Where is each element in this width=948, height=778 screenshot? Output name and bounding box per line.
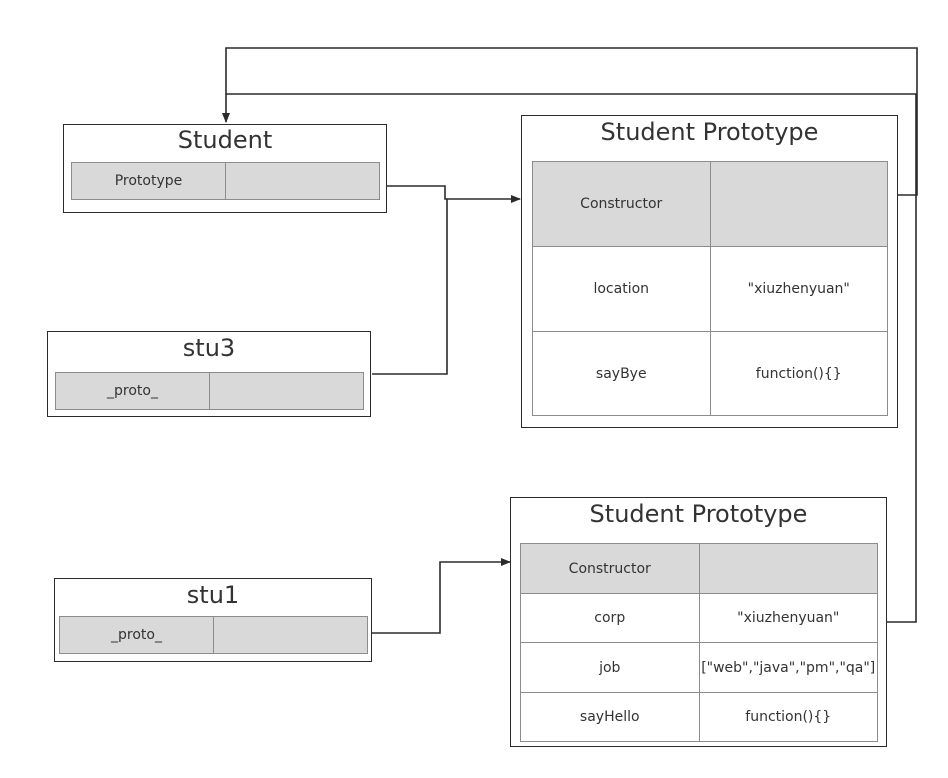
stu3-proto-label: _proto_ xyxy=(107,383,158,399)
stu1-proto-pointer xyxy=(213,617,367,653)
table-row: corp "xiuzhenyuan" xyxy=(520,593,878,643)
stu1-proto-field: _proto_ xyxy=(59,616,368,654)
prototype-bottom-key-0: Constructor xyxy=(520,543,700,594)
prototype-bottom-value-1: "xiuzhenyuan" xyxy=(698,593,878,643)
stu3-proto-field: _proto_ xyxy=(55,372,364,410)
stu3-proto-pointer xyxy=(209,373,363,409)
stu3-title: stu3 xyxy=(182,334,236,362)
prototype-bottom-title: Student Prototype xyxy=(589,500,808,528)
stu3-proto-link xyxy=(372,199,448,375)
prototype-top-box: Student Prototype Constructor location "… xyxy=(521,115,898,428)
prototype-bottom-value-2: ["web","java","pm","qa"] xyxy=(698,642,878,693)
prototype-top-value-2: function(){} xyxy=(709,331,888,416)
student-prototype-label: Prototype xyxy=(114,173,183,189)
prototype-top-key-2: sayBye xyxy=(532,331,711,416)
prototype-bottom-box: Student Prototype Constructor corp "xiuz… xyxy=(510,497,887,747)
student-title: Student xyxy=(177,126,273,154)
stu1-box: stu1 _proto_ xyxy=(54,578,372,662)
prototype-bottom-value-0 xyxy=(698,543,878,594)
prototype-top-value-0 xyxy=(709,161,888,247)
stu1-proto-label: _proto_ xyxy=(111,627,162,643)
table-row: Constructor xyxy=(532,161,888,247)
table-row: job ["web","java","pm","qa"] xyxy=(520,642,878,693)
prototype-top-key-0: Constructor xyxy=(532,161,711,247)
table-row: sayBye function(){} xyxy=(532,331,888,416)
prototype-top-table: Constructor location "xiuzhenyuan" sayBy… xyxy=(532,161,888,416)
table-row: sayHello function(){} xyxy=(520,692,878,742)
stu1-proto-link xyxy=(368,558,511,634)
prototype-top-value-1: "xiuzhenyuan" xyxy=(709,246,888,332)
prototype-bottom-table: Constructor corp "xiuzhenyuan" job ["web… xyxy=(520,543,878,742)
student-prototype-field: Prototype xyxy=(71,162,380,200)
stu1-title: stu1 xyxy=(186,581,240,609)
prototype-top-key-1: location xyxy=(532,246,711,332)
prototype-top-title: Student Prototype xyxy=(600,118,819,146)
student-prototype-pointer xyxy=(225,163,379,199)
prototype-bottom-key-1: corp xyxy=(520,593,700,643)
stu3-box: stu3 _proto_ xyxy=(47,331,371,417)
student-box: Student Prototype xyxy=(63,124,387,213)
prototype-bottom-value-3: function(){} xyxy=(698,692,878,742)
table-row: Constructor xyxy=(520,543,878,594)
table-row: location "xiuzhenyuan" xyxy=(532,246,888,332)
prototype-bottom-key-2: job xyxy=(520,642,700,693)
prototype-bottom-key-3: sayHello xyxy=(520,692,700,742)
